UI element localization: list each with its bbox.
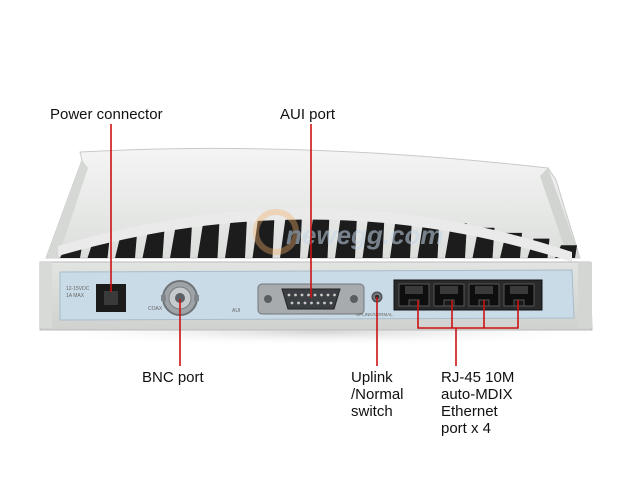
label-aui-port: AUI port [280,106,336,123]
label-uplink-line-3: switch [351,403,393,420]
svg-text:AUI: AUI [232,308,240,314]
label-bnc-port: BNC port [142,369,204,386]
label-uplink-switch: Uplink /Normal switch [351,369,404,420]
vent-slot [252,215,275,258]
aui-connector [257,283,365,315]
svg-text:1A MAX: 1A MAX [66,293,85,299]
label-uplink-line-2: /Normal [351,386,404,403]
label-rj45-line-2: auto-MDIX [441,386,513,403]
vent-slots [60,214,577,258]
rj45-port [503,283,535,307]
vent-slot [390,217,412,258]
label-rj45-line-3: Ethernet [441,403,498,420]
vent-slot [335,214,357,258]
vent-slot [142,228,165,258]
vent-slot [307,214,330,258]
rj45-port [398,283,430,307]
label-rj45-line-1: RJ-45 10M [441,369,515,386]
vent-slot [170,224,192,258]
vent-slot [225,217,247,258]
vent-slot [362,215,385,258]
bnc-connector [161,280,199,316]
rj45-port-block [393,279,543,311]
label-power-connector: Power connector [50,106,163,123]
callout-lines [110,124,519,366]
rj45-port [433,283,465,307]
svg-text:12-15VDC: 12-15VDC [66,286,90,292]
callout-rj45-bracket [417,300,519,329]
vent-slot [280,214,302,258]
label-uplink-line-1: Uplink [351,369,393,386]
label-rj45-ports: RJ-45 10M auto-MDIX Ethernet port x 4 [441,369,514,437]
svg-text:newegg.com: newegg.com [286,220,443,250]
newegg-watermark: newegg.com [253,209,443,255]
vent-slot [197,220,220,258]
label-rj45-line-4: port x 4 [441,420,492,437]
vent-slot [417,220,440,258]
svg-text:COAX: COAX [148,306,163,312]
svg-text:UPLINK/NORMAL: UPLINK/NORMAL [356,312,393,317]
